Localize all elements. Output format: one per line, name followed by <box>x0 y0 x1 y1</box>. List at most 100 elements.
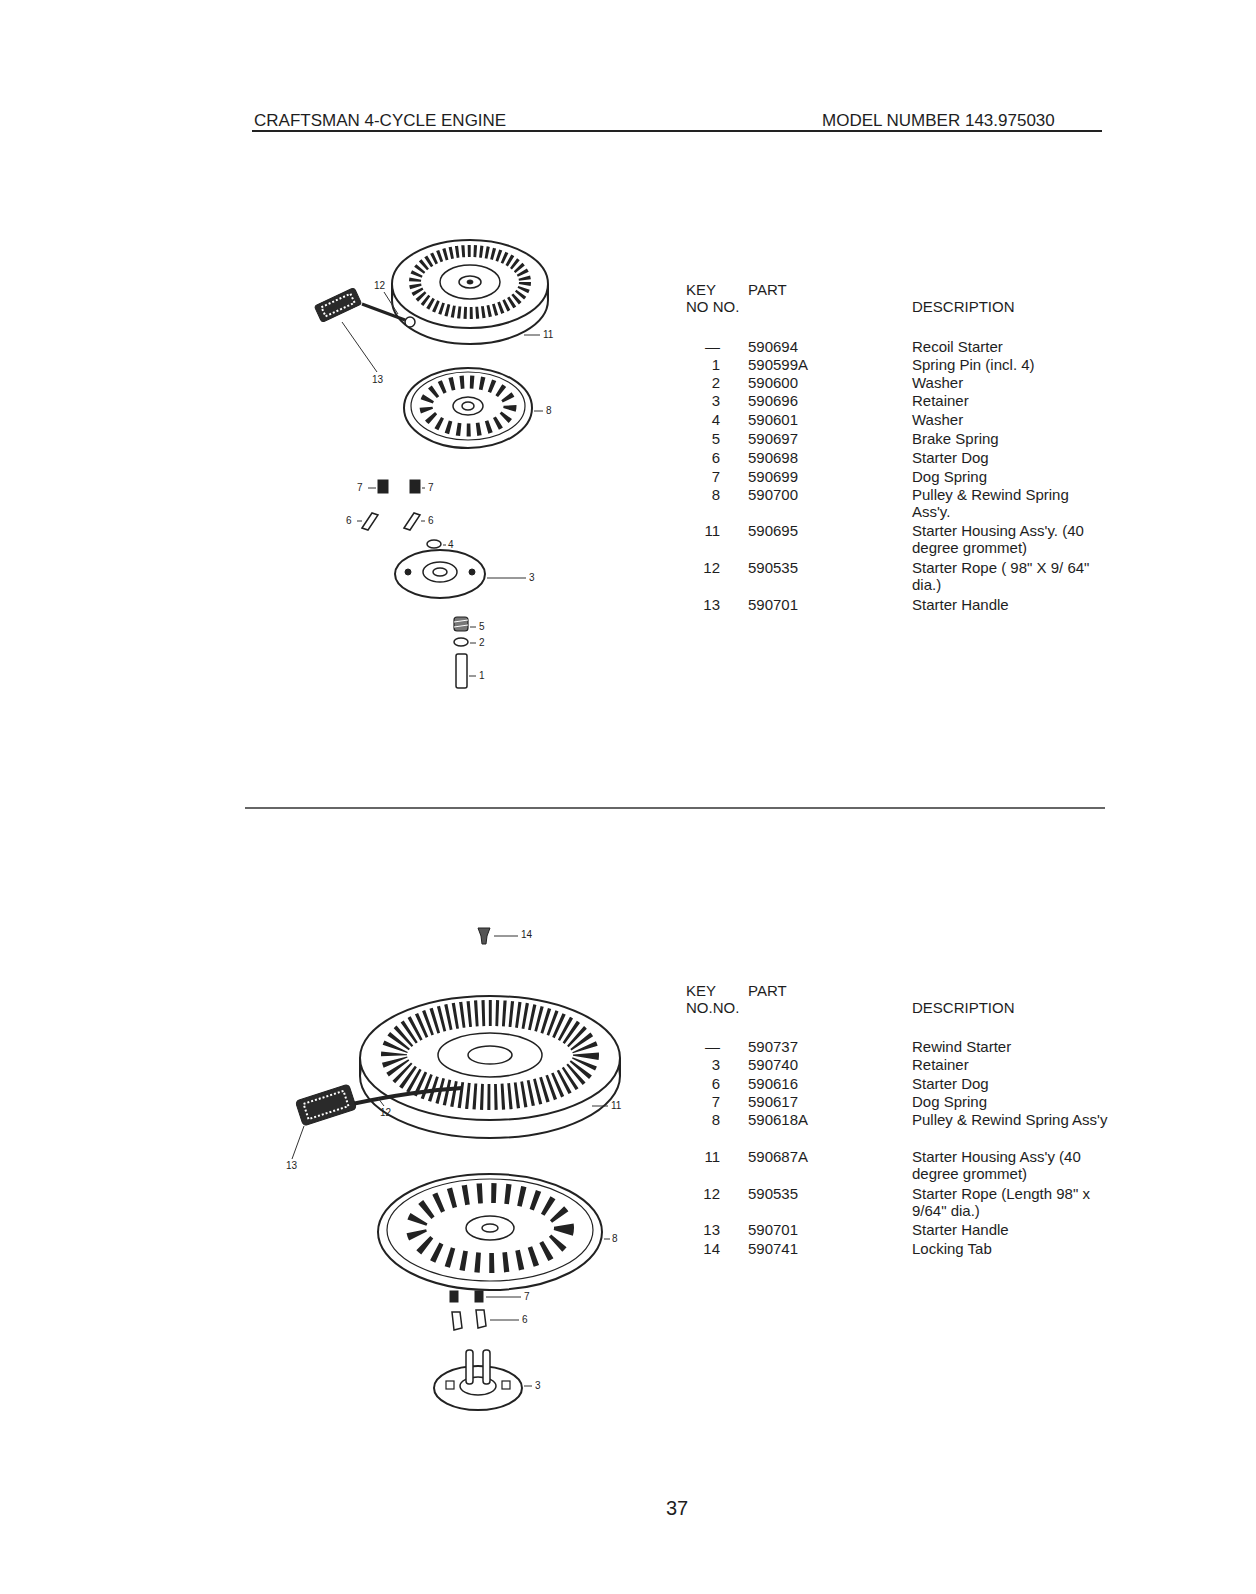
key-number: 12 <box>680 1185 720 1202</box>
key-number: 2 <box>680 374 720 391</box>
part-description: Pulley & Rewind Spring Ass'y. <box>912 486 1094 521</box>
part-number: 590687A <box>748 1148 808 1165</box>
part-number: 590535 <box>748 559 798 576</box>
key-number: — <box>680 338 720 355</box>
part-number: 590737 <box>748 1038 798 1055</box>
key-number: 11 <box>680 522 720 539</box>
part-number: 590740 <box>748 1056 798 1073</box>
part-number: 590698 <box>748 449 798 466</box>
part-description: Starter Rope (Length 98" x 9/64" dia.) <box>912 1185 1108 1220</box>
part-description: Recoil Starter <box>912 338 1094 355</box>
part-number: 590696 <box>748 392 798 409</box>
leader-lines <box>342 292 543 676</box>
part-description: Starter Housing Ass'y (40 degree grommet… <box>912 1148 1108 1183</box>
part-description: Dog Spring <box>912 1093 1108 1110</box>
part-description: Starter Housing Ass'y. (40 degree gromme… <box>912 522 1094 557</box>
part-description: Starter Dog <box>912 449 1094 466</box>
key-number: 5 <box>680 430 720 447</box>
callout-number: 1 <box>479 670 485 682</box>
part-description: Washer <box>912 374 1094 391</box>
part-number: 590616 <box>748 1075 798 1092</box>
callout-number: 3 <box>529 572 535 584</box>
callout-number: 7 <box>524 1291 530 1303</box>
part-description: Washer <box>912 411 1094 428</box>
part-number: 590697 <box>748 430 798 447</box>
key-number: — <box>680 1038 720 1055</box>
key-number: 13 <box>680 596 720 613</box>
part-description: Retainer <box>912 392 1094 409</box>
key-number: 7 <box>680 468 720 485</box>
callout-number: 12 <box>374 280 385 292</box>
part-description: Spring Pin (incl. 4) <box>912 356 1094 373</box>
part-number: 590601 <box>748 411 798 428</box>
page-number: 37 <box>666 1497 688 1520</box>
part-number: 590535 <box>748 1185 798 1202</box>
key-number: 14 <box>680 1240 720 1257</box>
callout-number: 14 <box>521 929 532 941</box>
callout-number: 7 <box>357 482 363 494</box>
key-number: 3 <box>680 392 720 409</box>
part-number: 590618A <box>748 1111 808 1128</box>
callout-number: 3 <box>535 1380 541 1392</box>
key-number: 6 <box>680 449 720 466</box>
key-number: 4 <box>680 411 720 428</box>
key-number: 7 <box>680 1093 720 1110</box>
part-number: 590694 <box>748 338 798 355</box>
header-rule <box>252 130 1102 132</box>
key-number: 13 <box>680 1221 720 1238</box>
table-header: NO.NO. <box>686 999 739 1016</box>
table-header: KEY <box>686 982 716 999</box>
callout-number: 12 <box>380 1107 391 1119</box>
part-number: 590701 <box>748 596 798 613</box>
part-number: 590700 <box>748 486 798 503</box>
callout-number: 8 <box>612 1233 618 1245</box>
part-description: Pulley & Rewind Spring Ass'y <box>912 1111 1108 1128</box>
part-description: Dog Spring <box>912 468 1094 485</box>
callout-number: 5 <box>479 621 485 633</box>
leader-lines <box>292 936 610 1386</box>
part-number: 590699 <box>748 468 798 485</box>
page-heading: CRAFTSMAN 4-CYCLE ENGINE <box>254 111 506 131</box>
part-number: 590600 <box>748 374 798 391</box>
separator-rule <box>245 807 1105 809</box>
callout-number: 11 <box>611 1100 621 1112</box>
callout-number: 13 <box>286 1160 297 1172</box>
model-number: MODEL NUMBER 143.975030 <box>822 111 1055 131</box>
rewind-starter-drawing <box>295 928 620 1410</box>
callout-number: 2 <box>479 637 485 649</box>
part-description: Rewind Starter <box>912 1038 1108 1055</box>
table-header: DESCRIPTION <box>912 999 1015 1016</box>
recoil-starter-drawing <box>314 240 548 688</box>
key-number: 6 <box>680 1075 720 1092</box>
table-header: PART <box>748 281 787 298</box>
callout-number: 6 <box>428 515 434 527</box>
key-number: 3 <box>680 1056 720 1073</box>
part-description: Starter Handle <box>912 596 1094 613</box>
part-description: Retainer <box>912 1056 1108 1073</box>
part-number: 590599A <box>748 356 808 373</box>
part-description: Brake Spring <box>912 430 1094 447</box>
callout-number: 4 <box>448 539 454 551</box>
callout-number: 11 <box>543 329 553 341</box>
table-header: DESCRIPTION <box>912 298 1015 315</box>
callout-number: 6 <box>522 1314 528 1326</box>
table-header: PART <box>748 982 787 999</box>
key-number: 8 <box>680 486 720 503</box>
key-number: 1 <box>680 356 720 373</box>
part-number: 590741 <box>748 1240 798 1257</box>
part-number: 590701 <box>748 1221 798 1238</box>
callout-number: 8 <box>546 405 552 417</box>
part-description: Starter Dog <box>912 1075 1108 1092</box>
table-header: NO NO. <box>686 298 739 315</box>
table-header: KEY <box>686 281 716 298</box>
key-number: 12 <box>680 559 720 576</box>
callout-number: 7 <box>428 482 434 494</box>
part-description: Locking Tab <box>912 1240 1108 1257</box>
key-number: 11 <box>680 1148 720 1165</box>
key-number: 8 <box>680 1111 720 1128</box>
callout-number: 13 <box>372 374 383 386</box>
part-number: 590617 <box>748 1093 798 1110</box>
callout-number: 6 <box>346 515 352 527</box>
